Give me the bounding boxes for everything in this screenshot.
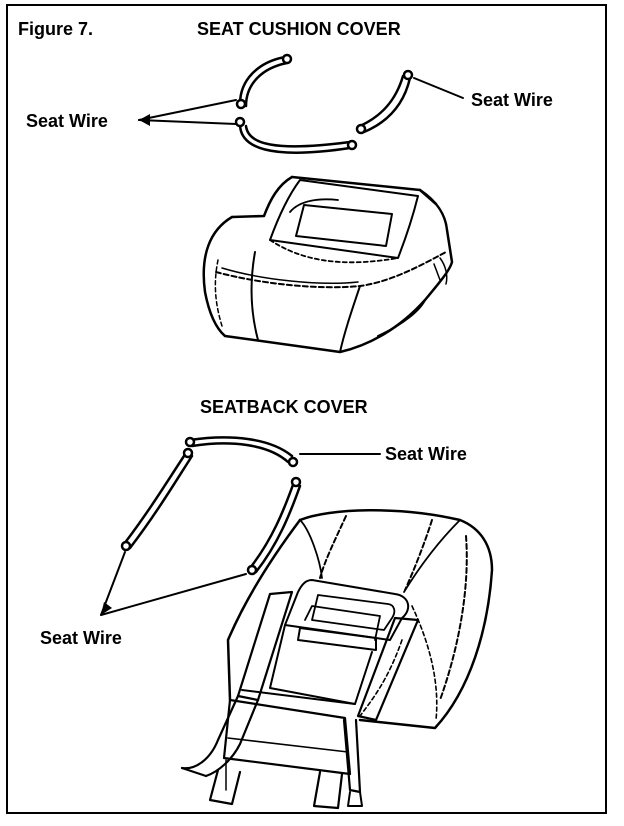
- back-leader-lines: [100, 453, 381, 616]
- figure-frame: [6, 4, 607, 814]
- seatback-cover-title: SEATBACK COVER: [200, 397, 368, 417]
- figure-number: Figure 7.: [18, 19, 94, 39]
- callout-cushion-right-seat-wire: Seat Wire: [471, 90, 553, 110]
- back-right-seat-wire: [246, 476, 302, 576]
- callout-cushion-left-seat-wire: Seat Wire: [26, 111, 108, 131]
- callout-back-left-seat-wire: Seat Wire: [40, 628, 122, 648]
- callout-back-top-seat-wire: Seat Wire: [385, 444, 467, 464]
- cushion-leader-lines: [138, 77, 464, 126]
- cushion-right-seat-wire: [355, 69, 414, 135]
- seat-cushion-cover-title: SEAT CUSHION COVER: [197, 19, 401, 39]
- seat-cushion-illustration: [202, 175, 454, 354]
- seatback-illustration: [180, 509, 494, 810]
- back-left-seat-wire: [120, 436, 299, 552]
- cushion-left-seat-wire: [234, 53, 358, 154]
